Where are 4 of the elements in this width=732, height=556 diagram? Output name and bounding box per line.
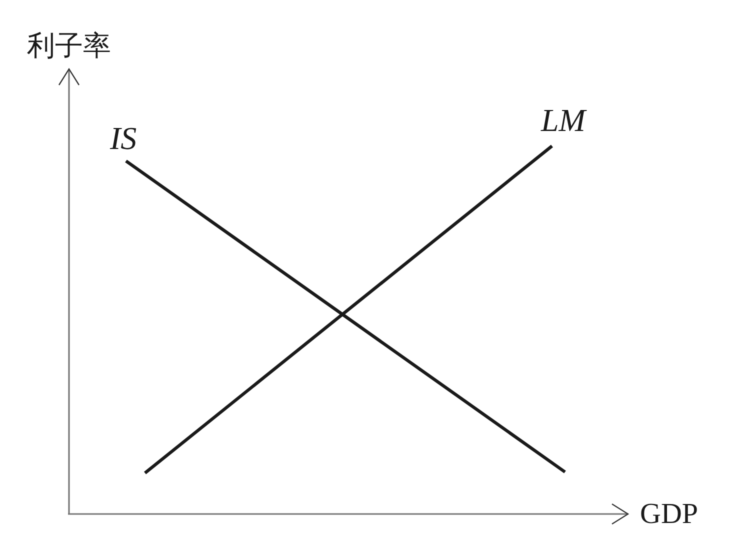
axis-label: GDP: [640, 500, 698, 529]
curve-label: IS: [110, 122, 137, 154]
curve-label: LM: [541, 104, 586, 136]
axis-label: 利子率: [27, 33, 111, 61]
